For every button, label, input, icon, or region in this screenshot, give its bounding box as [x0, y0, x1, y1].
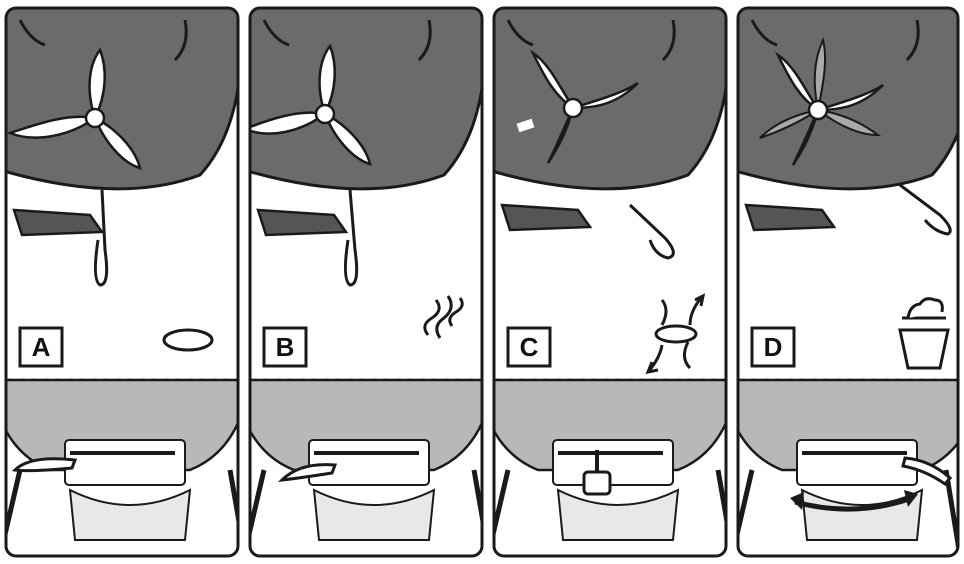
label-letter-b: B: [276, 332, 295, 362]
panel-c: C: [478, 0, 738, 556]
label-letter-d: D: [764, 332, 783, 362]
panel-b: B: [234, 0, 494, 556]
label-letter-a: A: [32, 332, 51, 362]
label-letter-c: C: [520, 332, 539, 362]
lid-handle: [14, 210, 102, 235]
panel-d: D: [722, 0, 964, 556]
grill-lid: [0, 0, 242, 189]
closed-oval-icon: [164, 330, 212, 350]
panel-a: A: [0, 0, 250, 556]
